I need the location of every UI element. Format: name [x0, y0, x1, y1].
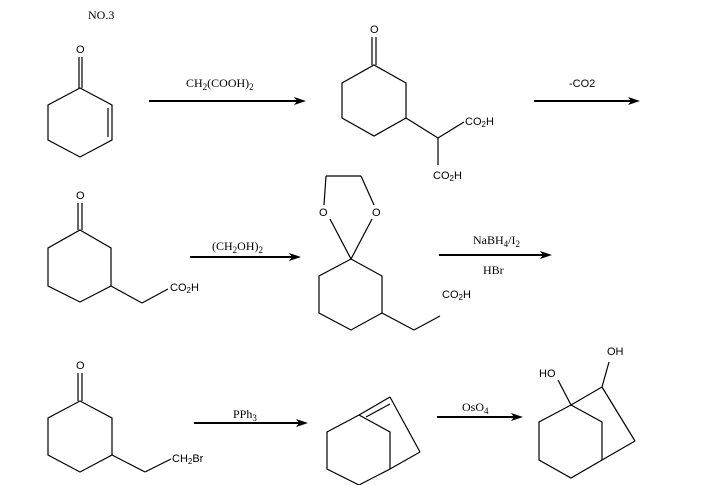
side-bond — [405, 117, 439, 139]
bridge-bond — [358, 396, 391, 416]
molecule-oxocyclohexyl-acetic-acid: O CO2H — [47, 190, 199, 304]
molecule-ketal: O O CO2H — [318, 175, 471, 331]
reaction-step-3: (CH2OH)2 — [190, 239, 301, 261]
arrow-head — [511, 413, 523, 421]
alkene-double-bond — [365, 403, 391, 418]
ring — [341, 64, 407, 137]
atom-oxygen: O — [370, 24, 379, 36]
bridge-bond — [601, 440, 636, 461]
reaction-step-4: NaBH4/I2 HBr — [439, 233, 552, 277]
c-oh-bond — [557, 379, 572, 406]
atom-oxygen: O — [76, 360, 85, 372]
group-co2h: CO2H — [442, 289, 471, 302]
side-bond — [141, 288, 169, 304]
bridge-bond — [570, 386, 603, 406]
ring — [538, 404, 603, 479]
molecule-bicyclic-diol: HO OH — [538, 346, 636, 479]
atom-oxygen: O — [76, 44, 85, 56]
molecule-malonic-adduct: O CO2H CO2H — [341, 24, 494, 183]
bridge-bond — [389, 396, 421, 453]
arrow-head — [289, 253, 301, 261]
group-ho: HO — [539, 368, 556, 380]
reaction-step-5: PPh3 — [194, 407, 308, 427]
reagent-hbr: HBr — [483, 263, 504, 277]
ring — [47, 400, 113, 473]
reaction-step-1: CH2(COOH)2 — [149, 76, 306, 105]
side-bond — [381, 312, 415, 331]
atom-oxygen: O — [319, 207, 328, 219]
ring — [318, 258, 383, 331]
side-bond — [110, 285, 143, 304]
bridge-bond — [601, 386, 636, 442]
atom-oxygen: O — [76, 190, 85, 202]
arrow-head — [628, 97, 640, 105]
side-bond — [111, 454, 146, 473]
c-o-bond — [360, 175, 375, 206]
molecule-bromoethyl-cyclohexanone: O CH2Br — [47, 360, 204, 473]
ring — [326, 414, 391, 485]
side-bond — [413, 315, 441, 331]
arrow-head — [296, 419, 308, 427]
group-co2h: CO2H — [465, 116, 494, 129]
reagent-decarboxylation: -CO2 — [569, 78, 595, 90]
molecule-cyclohexenone: O — [47, 44, 113, 158]
atom-oxygen: O — [372, 207, 381, 219]
side-bond — [144, 458, 172, 473]
group-ch2br: CH2Br — [172, 453, 204, 466]
reagent-nabh4-i2: NaBH4/I2 — [473, 233, 520, 249]
reagent-oso4: OsO4 — [462, 400, 489, 416]
c-o-bond — [323, 175, 327, 206]
molecule-bicyclic-alkene — [326, 396, 421, 485]
c-oh-bond — [601, 361, 610, 388]
reagent-pph3: PPh3 — [233, 407, 257, 423]
side-bond — [437, 121, 465, 139]
bridge-bond — [389, 451, 421, 470]
group-oh: OH — [607, 346, 624, 358]
reaction-step-2: -CO2 — [534, 78, 640, 105]
group-co2h: CO2H — [433, 170, 462, 183]
ring — [47, 87, 113, 158]
arrow-head — [294, 97, 306, 105]
scheme-title: NO.3 — [88, 8, 114, 22]
ring — [47, 229, 112, 303]
o-c-bond — [350, 218, 373, 260]
o-c-bond — [329, 218, 352, 260]
reaction-step-6: OsO4 — [437, 400, 523, 421]
arrow-head — [540, 251, 552, 259]
reagent-malonic-acid: CH2(COOH)2 — [186, 76, 254, 92]
group-co2h: CO2H — [170, 282, 199, 295]
reagent-ethylene-glycol: (CH2OH)2 — [212, 239, 263, 255]
